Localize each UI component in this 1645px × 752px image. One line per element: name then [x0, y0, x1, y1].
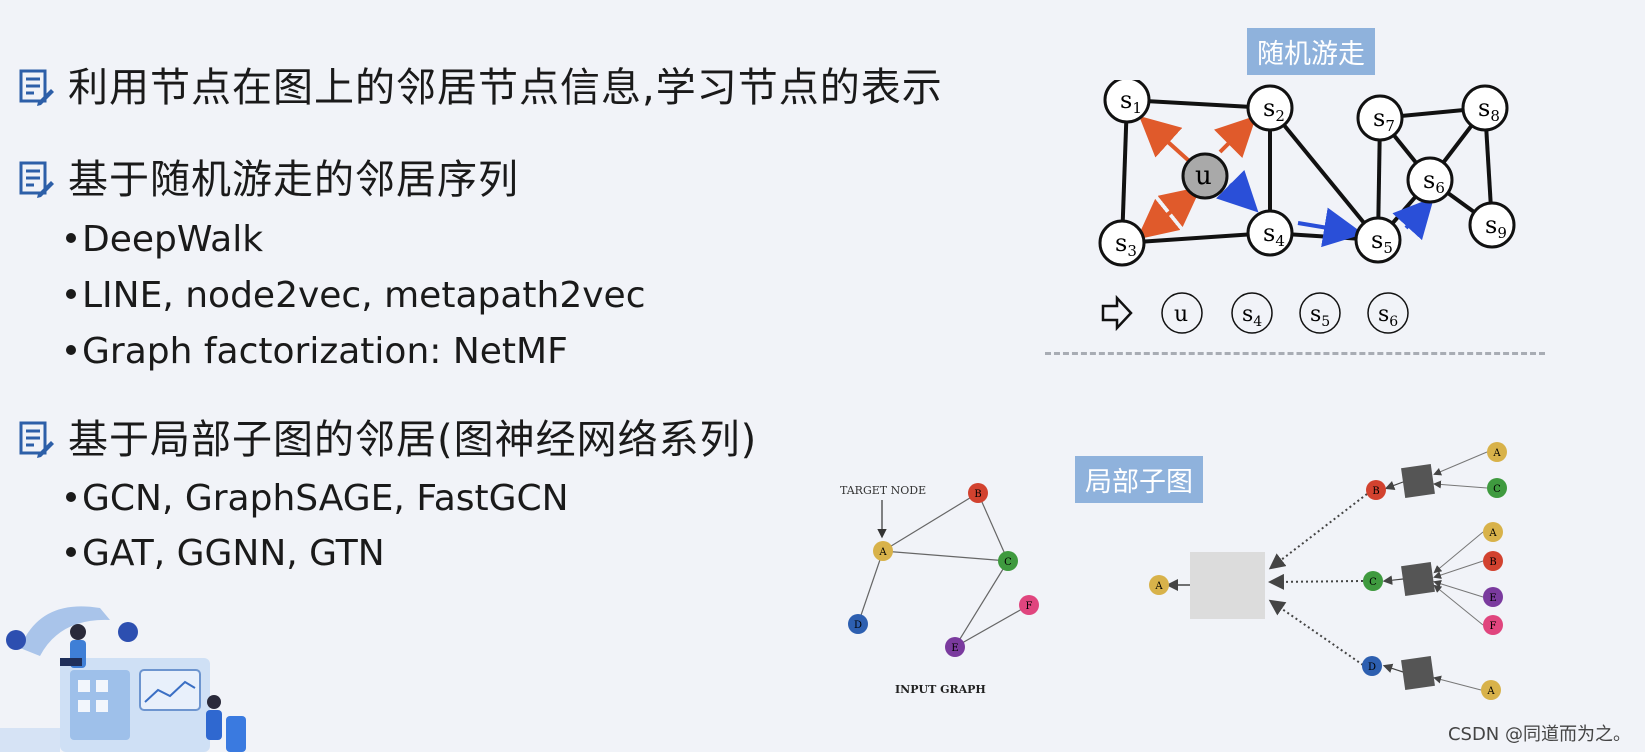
note-edit-icon [19, 69, 54, 106]
svg-text:A: A [878, 547, 887, 558]
node-s4: s4 [1246, 209, 1294, 257]
svg-text:s8: s8 [1478, 94, 1500, 125]
svg-text:D: D [854, 620, 862, 631]
graph-node-b: B [968, 483, 988, 503]
leaf-node-a: A [1487, 442, 1507, 462]
svg-text:s3: s3 [1115, 229, 1137, 260]
tree-node-a-root: A [1149, 575, 1169, 595]
note-edit-icon [19, 421, 54, 458]
graph-node-d: D [848, 614, 868, 634]
svg-text:u: u [1174, 302, 1188, 327]
svg-text:s2: s2 [1263, 94, 1285, 125]
node-s2: s2 [1246, 84, 1294, 132]
office-illustration [0, 606, 246, 752]
svg-text:s5: s5 [1371, 226, 1393, 257]
svg-text:E: E [1489, 593, 1496, 604]
svg-text:C: C [1493, 484, 1501, 495]
svg-text:s7: s7 [1373, 104, 1395, 135]
sequence-node-s4: s4 [1231, 292, 1273, 334]
node-s7: s7 [1356, 94, 1404, 142]
svg-text:s9: s9 [1485, 211, 1507, 242]
leaf-node-f: F [1483, 615, 1503, 635]
svg-text:B: B [974, 489, 981, 500]
list-item: LINE, node2vec, metapath2vec [66, 278, 646, 314]
section-divider [1045, 352, 1545, 355]
list-item: Graph factorization: NetMF [66, 334, 568, 370]
tree-node-b: B [1366, 480, 1386, 500]
arrow-right-icon [1101, 294, 1133, 332]
list-item: GCN, GraphSAGE, FastGCN [66, 481, 569, 517]
list-item: GAT, GGNN, GTN [66, 536, 385, 572]
subgraph-title: 局部子图 [1075, 456, 1203, 503]
sequence-node-u: u [1161, 292, 1203, 334]
svg-text:s6: s6 [1378, 302, 1398, 330]
bullet-text: 基于局部子图的邻居(图神经网络系列) [68, 417, 758, 463]
node-s9: s9 [1468, 201, 1516, 249]
svg-text:u: u [1195, 161, 1212, 191]
svg-text:s5: s5 [1310, 302, 1330, 330]
svg-text:B: B [1372, 486, 1379, 497]
random-walk-title: 随机游走 [1247, 28, 1375, 75]
leaf-node-a: A [1483, 522, 1503, 542]
svg-text:A: A [1488, 528, 1497, 539]
node-s1: s1 [1103, 80, 1151, 124]
target-node-label: TARGET NODE [840, 484, 926, 497]
watermark: CSDN @同道而为之。 [1447, 724, 1631, 745]
aggregator-box-d [1401, 656, 1435, 690]
graph-node-a: A [873, 541, 893, 561]
node-s6: s6 [1406, 156, 1454, 204]
graph-node-e: E [945, 637, 965, 657]
walk-arrows-blue [1216, 170, 1435, 248]
walk-sequence: u s4 s5 s6 [1101, 292, 1409, 334]
random-walk-graph: s1 s2 u s3 s4 s5 s7 s8 s6 s9 [1098, 80, 1516, 267]
leaf-node-c: C [1487, 478, 1507, 498]
sequence-node-s5: s5 [1299, 292, 1341, 334]
bullet-text: 利用节点在图上的邻居节点信息,学习节点的表示 [68, 65, 943, 111]
svg-text:A: A [1492, 448, 1501, 459]
svg-text:C: C [1369, 577, 1377, 588]
svg-text:A: A [1154, 581, 1163, 592]
node-u: u [1181, 152, 1229, 200]
svg-text:s1: s1 [1120, 86, 1142, 117]
svg-text:D: D [1368, 662, 1376, 673]
svg-text:A: A [1486, 686, 1495, 697]
list-item: DeepWalk [66, 222, 263, 258]
svg-text:s4: s4 [1242, 302, 1262, 330]
sequence-node-s6: s6 [1367, 292, 1409, 334]
walk-arrows-orange [1136, 115, 1257, 240]
aggregator-box [1190, 552, 1265, 619]
leaf-node-a: A [1481, 680, 1501, 700]
tree-node-d: D [1362, 656, 1382, 676]
svg-text:F: F [1490, 621, 1497, 632]
svg-text:s4: s4 [1263, 219, 1285, 250]
svg-text:F: F [1026, 601, 1033, 612]
tree-node-c: C [1363, 571, 1383, 591]
svg-text:E: E [951, 643, 958, 654]
node-s3: s3 [1098, 219, 1146, 267]
bullet-text: 基于随机游走的邻居序列 [68, 157, 519, 203]
graph-node-c: C [998, 551, 1018, 571]
node-s5: s5 [1354, 216, 1402, 264]
svg-text:B: B [1489, 557, 1496, 568]
note-edit-icon [19, 161, 54, 198]
aggregation-tree: A B C D A C A B E F A [1149, 442, 1507, 700]
leaf-node-e: E [1483, 587, 1503, 607]
leaf-node-b: B [1483, 551, 1503, 571]
bullet-row-2: 基于随机游走的邻居序列 [18, 160, 519, 200]
aggregator-box-c [1401, 562, 1435, 596]
input-graph-label: INPUT GRAPH [895, 683, 986, 696]
svg-text:s6: s6 [1423, 166, 1445, 197]
input-graph: TARGET NODE A B C D E F INPUT GRAPH [840, 483, 1039, 696]
aggregator-box-b [1401, 464, 1435, 498]
graph-node-f: F [1019, 595, 1039, 615]
bullet-row-1: 利用节点在图上的邻居节点信息,学习节点的表示 [18, 68, 943, 108]
svg-text:C: C [1004, 557, 1012, 568]
node-s8: s8 [1461, 84, 1509, 132]
bullet-row-3: 基于局部子图的邻居(图神经网络系列) [18, 420, 757, 460]
